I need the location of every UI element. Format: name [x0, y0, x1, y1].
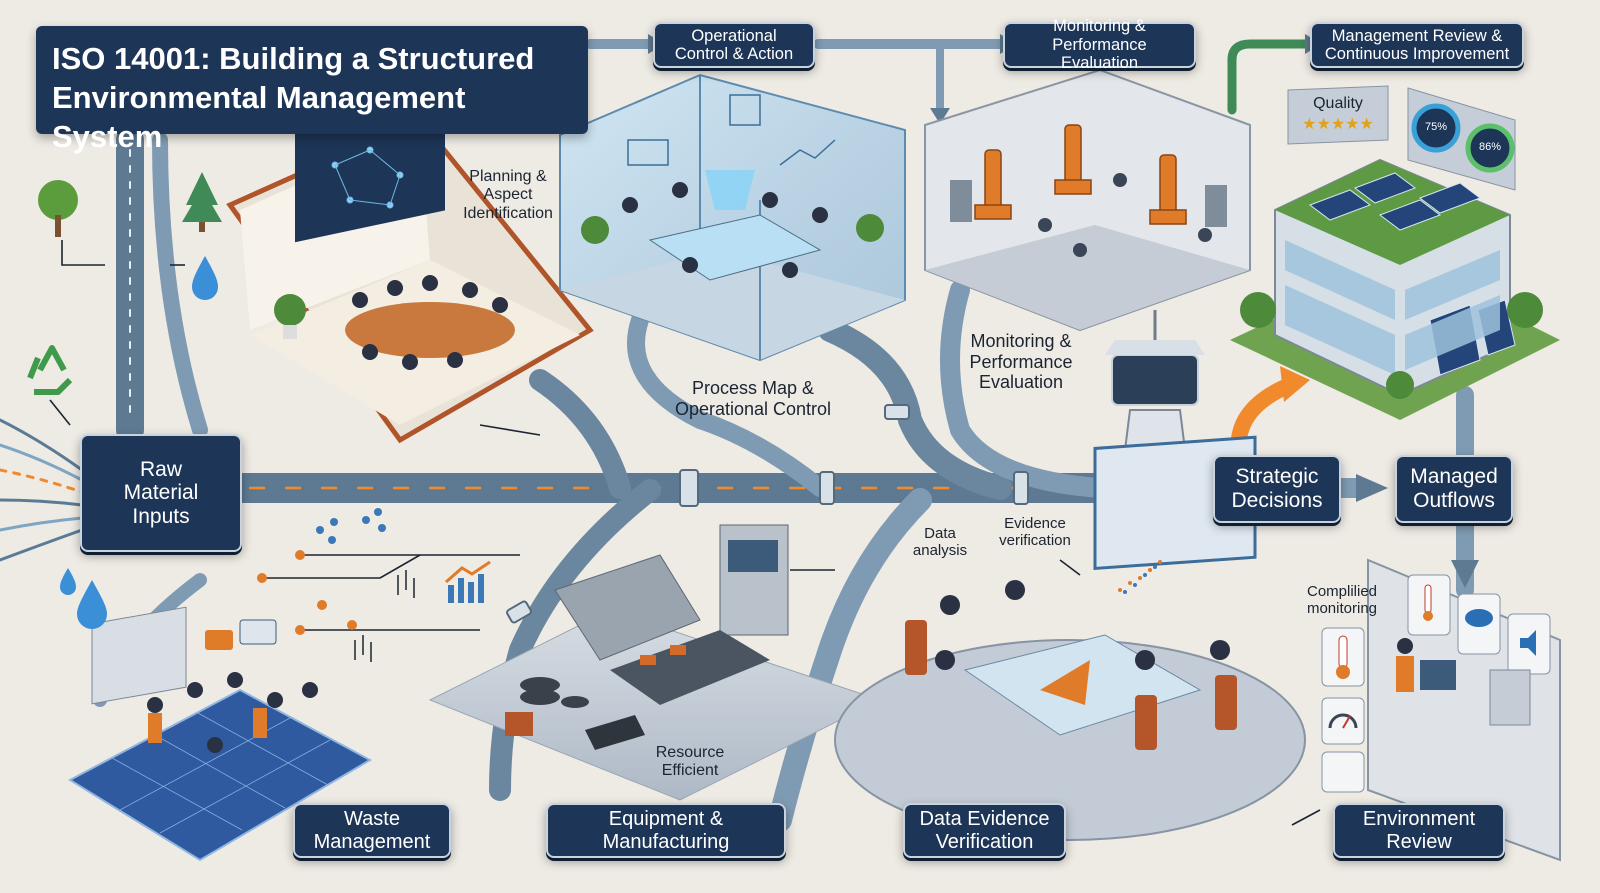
- complied-monitoring-label: Complilied monitoring: [1306, 583, 1378, 618]
- process-map-label: Process Map & Operational Control: [674, 378, 832, 419]
- environment-review-box: Environment Review: [1333, 803, 1505, 858]
- quality-label: Quality: [1313, 95, 1363, 112]
- data-analysis-label: Data analysis: [912, 525, 968, 560]
- management-review-box: Management Review & Continuous Improveme…: [1310, 22, 1524, 68]
- waste-management-scene: [67, 606, 373, 862]
- thin-arrows: [49, 240, 1321, 826]
- operational-control-box: Operational Control & Action: [653, 22, 815, 68]
- monitoring-evaluation-label: Monitoring & Performance Evaluation: [969, 331, 1073, 393]
- raw-material-inputs-box: Raw Material Inputs: [80, 434, 242, 552]
- data-evidence-scene: [834, 435, 1306, 841]
- tree-icon: [182, 172, 222, 232]
- monitoring-evaluation-box: Monitoring & Performance Evaluation: [1003, 17, 1196, 72]
- evidence-verification-label: Evidence verification: [999, 515, 1071, 550]
- cloud-icon: [1465, 609, 1493, 627]
- quality-dashboard: [1287, 85, 1516, 191]
- incoming-flow-streaks: [0, 418, 84, 562]
- gauge-icon: [1328, 713, 1358, 729]
- gauge-left-value: 75%: [1424, 121, 1448, 133]
- thermometer-icon: [1423, 584, 1433, 621]
- pipe-couplers: [506, 404, 1029, 624]
- managed-outflows-box: Managed Outflows: [1395, 455, 1513, 523]
- monitoring-factory-scene: [924, 68, 1251, 332]
- planning-label: Planning & Aspect Identification: [463, 168, 553, 222]
- strategic-decisions-box: Strategic Decisions: [1213, 455, 1341, 523]
- gauge-right-value: 86%: [1478, 141, 1502, 153]
- manufacturing-scene: [428, 524, 882, 801]
- improvement-arrow-head: [1280, 366, 1310, 402]
- quality-stars: ★★★★★: [1302, 116, 1374, 133]
- analysis-network-glyphs: [257, 508, 491, 662]
- green-building: [1230, 158, 1560, 420]
- speaker-icon: [1520, 630, 1536, 656]
- water-drop-icon: [77, 580, 107, 629]
- resource-efficient-label: Resource Efficient: [655, 744, 725, 780]
- page-title-line-1: ISO 14001: Building a Structured: [52, 41, 535, 76]
- planning-book-scene: [226, 100, 594, 444]
- recycle-icon: [27, 345, 73, 395]
- tree-icon: [38, 180, 78, 237]
- equipment-manufacturing-box: Equipment & Manufacturing: [546, 803, 786, 858]
- water-drop-icon: [192, 256, 218, 300]
- environment-review-scene: [1321, 558, 1561, 862]
- water-drop-icon: [60, 568, 76, 595]
- page-title: ISO 14001: Building a Structured Environ…: [36, 26, 588, 154]
- operational-glass-room: [559, 73, 906, 362]
- waste-management-box: Waste Management: [293, 803, 451, 858]
- data-evidence-box: Data Evidence Verification: [903, 803, 1066, 858]
- page-title-line-2: Environmental Management System: [52, 79, 466, 154]
- thermometer-icon: [1336, 635, 1350, 679]
